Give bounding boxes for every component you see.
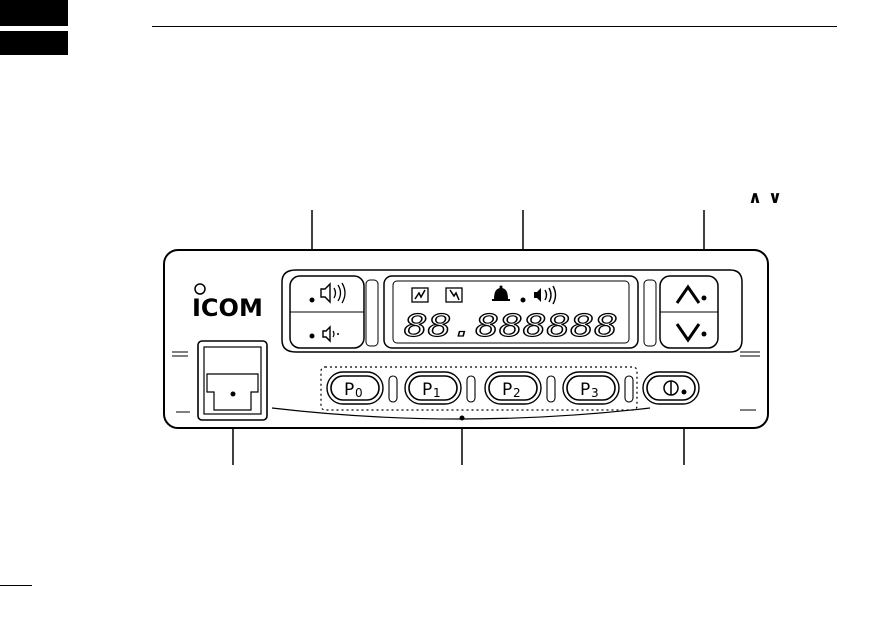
power-icon (663, 380, 679, 396)
program-key-p0-label: P (344, 380, 354, 400)
program-key-p0[interactable]: P 0 (326, 371, 384, 405)
program-key-p2-index: 2 (513, 386, 521, 400)
brand-logo: ICOM (192, 294, 263, 322)
busy-icon (445, 287, 463, 303)
program-key-p2-label: P (502, 380, 512, 400)
signal-icon (411, 287, 429, 303)
logo-dot-icon (194, 283, 206, 295)
chevron-down-icon[interactable] (675, 323, 701, 343)
program-key-p0-index: 0 (355, 386, 363, 400)
section-tab-top (0, 0, 68, 26)
footer-rule (0, 585, 32, 586)
program-key-p1[interactable]: P 1 (404, 371, 462, 405)
speaker-volume-down-icon[interactable] (322, 325, 339, 343)
program-key-p1-index: 1 (433, 386, 441, 400)
program-key-p3[interactable]: P 3 (562, 371, 620, 405)
chevron-up-icon[interactable] (675, 284, 701, 304)
program-key-p3-label: P (580, 380, 590, 400)
program-key-p3-index: 3 (591, 386, 599, 400)
header-rule (152, 26, 837, 27)
volume-icon (534, 285, 557, 305)
section-tab-bottom (0, 31, 68, 55)
lcd-segment-readout: 88.888888 (404, 309, 618, 344)
program-key-p2[interactable]: P 2 (484, 371, 542, 405)
bell-icon (492, 285, 510, 301)
up-key-label: ∧ (748, 188, 762, 208)
speaker-volume-up-icon[interactable] (320, 282, 346, 304)
program-key-p1-label: P (422, 380, 432, 400)
down-key-label: ∨ (768, 188, 782, 208)
program-keys-group (320, 366, 638, 411)
power-key[interactable] (642, 371, 700, 405)
up-down-key-labels: ∧∨ (745, 188, 785, 208)
